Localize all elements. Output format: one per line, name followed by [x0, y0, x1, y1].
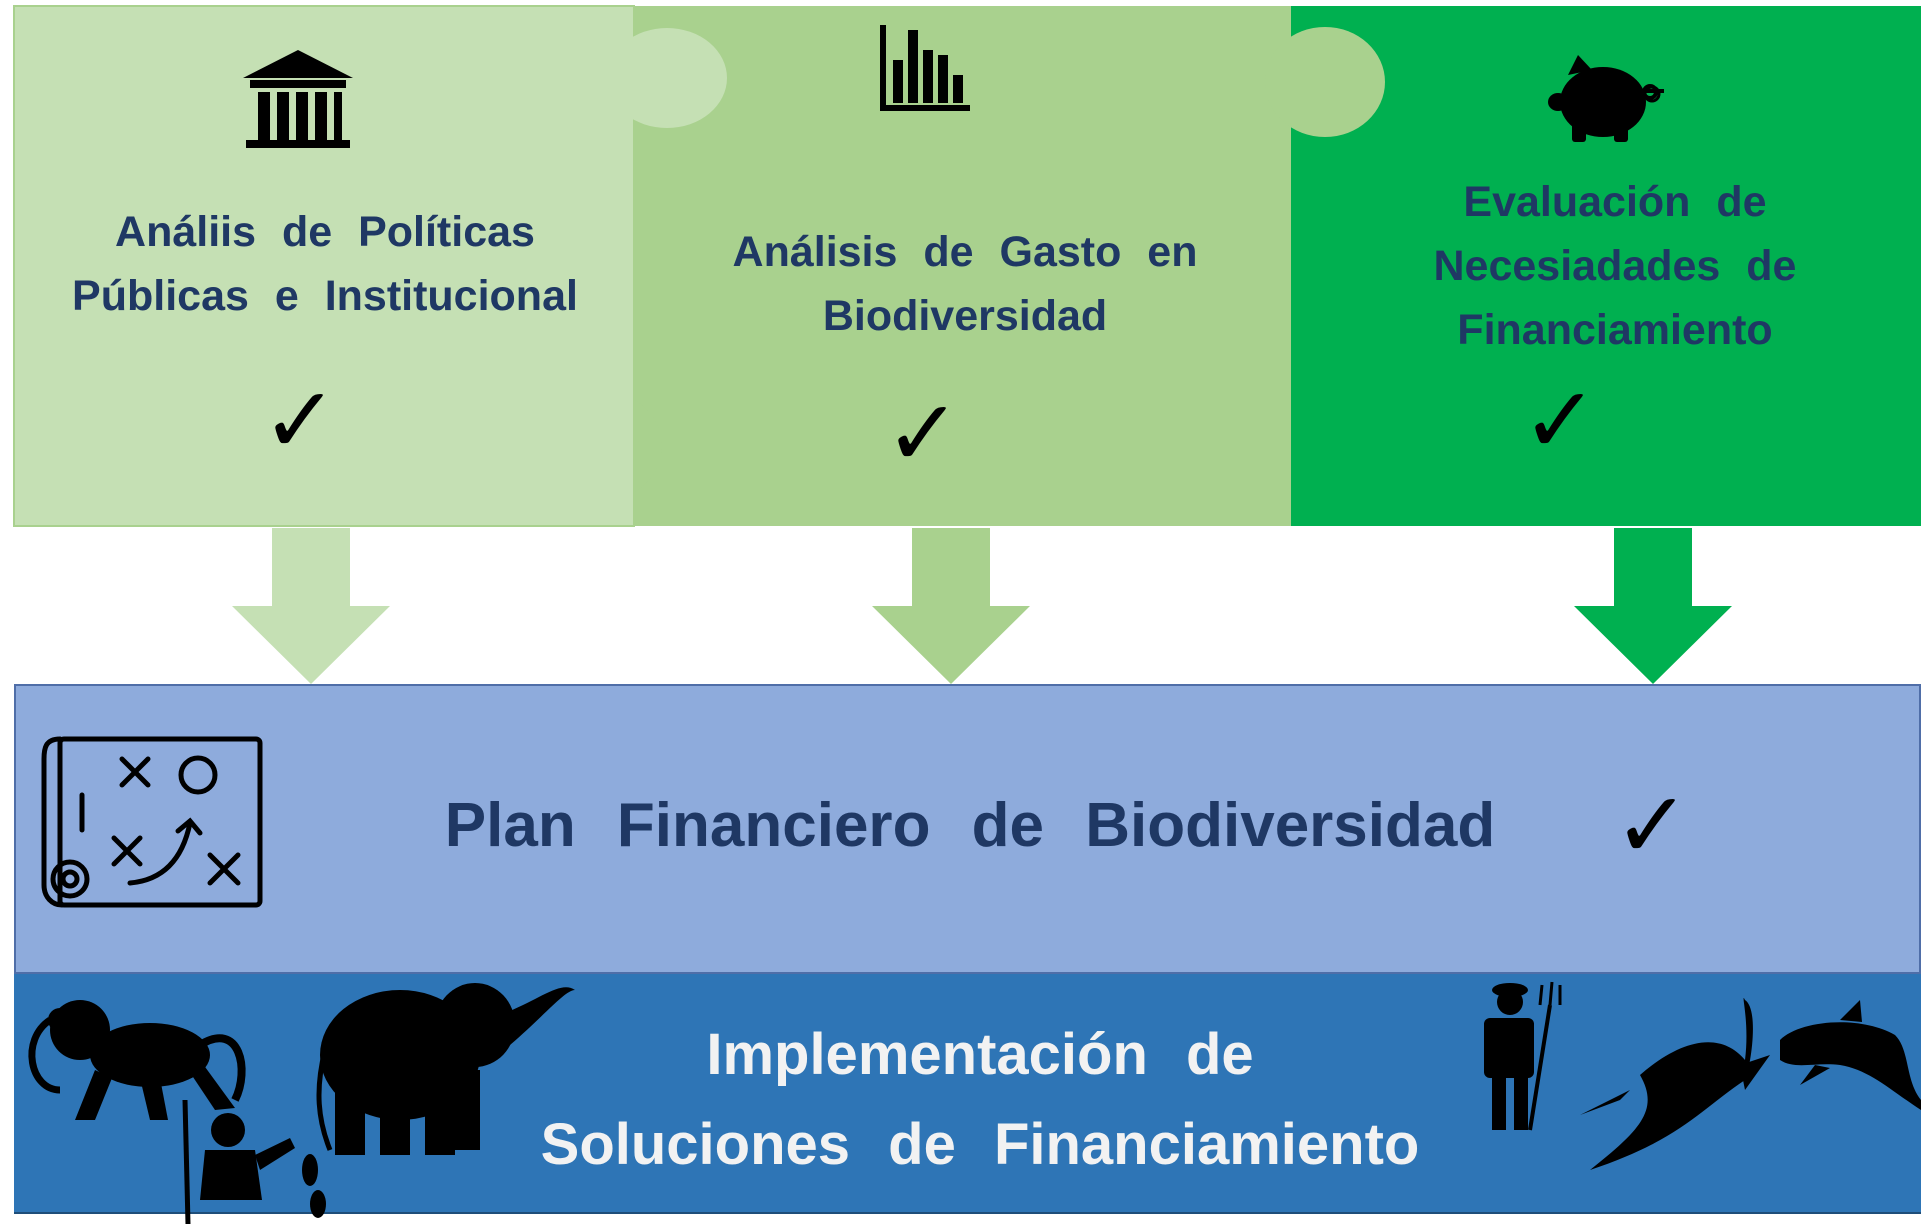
institution-icon: [243, 50, 353, 148]
piece-3-line-3: Financiamiento: [1457, 306, 1773, 354]
farmer-icon: [1484, 981, 1562, 1131]
strategy-map-icon: [41, 736, 263, 908]
fisherman-icon: [182, 1099, 326, 1224]
piece-2-line-2: Biodiversidad: [822, 292, 1108, 340]
piece-2-line-1: Análisis de Gasto en: [732, 228, 1198, 276]
piece-3-check: ✓: [1521, 370, 1599, 472]
silhouettes: [28, 981, 1921, 1224]
dolphin-icon: [1780, 1000, 1921, 1110]
arrow-down-1: [232, 528, 390, 684]
monkey-icon: [28, 1000, 246, 1120]
piece-3-line-2: Necesiadades de: [1433, 242, 1797, 290]
plan-band: [14, 684, 1921, 974]
implementation-line-2: Soluciones de Financiamiento: [540, 1112, 1420, 1177]
piece-1-text: Análiis de Políticas Públicas e Instituc…: [30, 200, 620, 328]
piece-2-text: Análisis de Gasto en Biodiversidad: [690, 220, 1240, 348]
piece-3-line-1: Evaluación de: [1463, 178, 1767, 226]
piece-1-check: ✓: [261, 370, 339, 472]
plan-check: ✓: [1613, 775, 1691, 877]
puzzle-tab: [607, 28, 727, 128]
eagle-icon: [1580, 998, 1770, 1170]
arrow-down-2: [872, 528, 1030, 684]
implementation-line-1: Implementación de: [706, 1022, 1254, 1087]
piece-2-check: ✓: [884, 383, 962, 485]
piece-1-line-2: Públicas e Institucional: [72, 272, 578, 320]
implementation-title: Implementación de Soluciones de Financia…: [420, 1010, 1540, 1190]
bar-chart-icon: [880, 25, 970, 111]
elephant-icon: [316, 983, 575, 1155]
piggy-bank-icon: [1548, 55, 1664, 142]
arrow-down-3: [1574, 528, 1732, 684]
puzzle-tab: [1265, 27, 1385, 137]
piece-3-text: Evaluación de Necesiadades de Financiami…: [1380, 170, 1850, 362]
plan-title: Plan Financiero de Biodiversidad: [444, 791, 1496, 860]
piece-1-line-1: Análiis de Políticas: [115, 208, 535, 256]
implementation-band: [14, 974, 1921, 1214]
